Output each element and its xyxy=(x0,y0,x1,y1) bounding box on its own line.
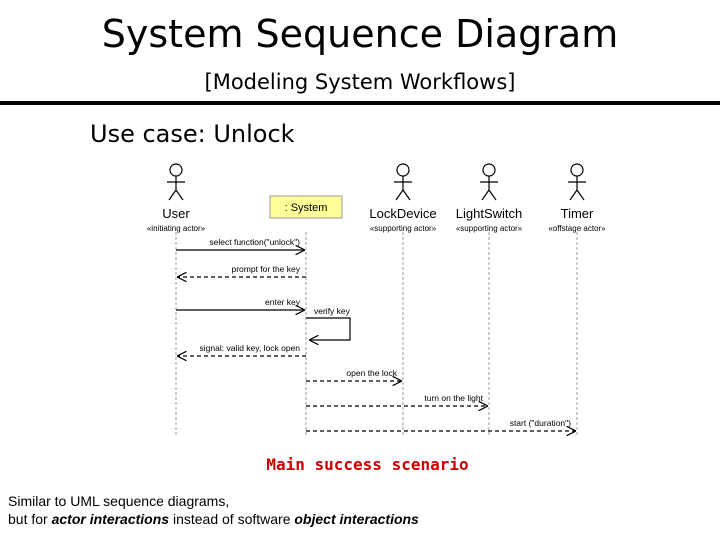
message-label-4: signal: valid key, lock open xyxy=(200,343,301,353)
lifeline-name-timer: Timer xyxy=(561,206,594,221)
actor-lockdevice-left-leg xyxy=(395,189,404,201)
actor-lockdevice-head-icon xyxy=(396,163,410,177)
title-divider xyxy=(0,101,720,105)
message-label-5: open the lock xyxy=(346,368,397,378)
footer-note: Similar to UML sequence diagrams, but fo… xyxy=(8,492,419,528)
footer-emphasis-actor: actor interactions xyxy=(51,511,170,528)
footer-emphasis-object: object interactions xyxy=(294,511,419,528)
lifeline-stereotype-lightswitch: «supporting actor» xyxy=(456,224,523,233)
message-label-2: enter key xyxy=(265,297,301,307)
lifeline-name-lightswitch: LightSwitch xyxy=(456,206,522,221)
actor-user-right-leg xyxy=(175,189,184,201)
actor-timer-left-leg xyxy=(569,189,578,201)
message-label-1: prompt for the key xyxy=(231,264,300,274)
actor-timer-right-leg xyxy=(576,189,585,201)
message-label-6: turn on the light xyxy=(424,393,483,403)
lifeline-name-lockdevice: LockDevice xyxy=(369,206,436,221)
lifeline-name-user: User xyxy=(162,206,190,221)
diagram-caption: Main success scenario xyxy=(266,455,469,474)
lifeline-stereotype-user: «initiating actor» xyxy=(147,224,206,233)
actor-timer-head-icon xyxy=(570,163,584,177)
actor-lockdevice-right-leg xyxy=(402,189,411,201)
message-arrow-3 xyxy=(306,317,351,340)
message-label-7: start ("duration") xyxy=(510,418,571,428)
actor-lightswitch-left-leg xyxy=(481,189,490,201)
lifeline-stereotype-timer: «offstage actor» xyxy=(548,224,606,233)
footer-line-2: but for actor interactions instead of so… xyxy=(8,511,419,528)
message-label-3: verify key xyxy=(314,306,351,316)
message-label-0: select function("unlock") xyxy=(209,237,300,247)
use-case-label: Use case: Unlock xyxy=(90,120,295,148)
footer-line-1: Similar to UML sequence diagrams, xyxy=(8,493,230,509)
slide-subtitle: [Modeling System Workflows] xyxy=(204,70,516,94)
lifeline-name-system: : System xyxy=(285,202,328,214)
lifeline-stereotype-lockdevice: «supporting actor» xyxy=(370,224,437,233)
lifeline-box-system xyxy=(269,195,343,219)
slide-title: System Sequence Diagram xyxy=(101,12,619,56)
actor-user-left-leg xyxy=(168,189,177,201)
actor-user-head-icon xyxy=(169,163,183,177)
actor-lightswitch-right-leg xyxy=(488,189,497,201)
actor-lightswitch-head-icon xyxy=(482,163,496,177)
